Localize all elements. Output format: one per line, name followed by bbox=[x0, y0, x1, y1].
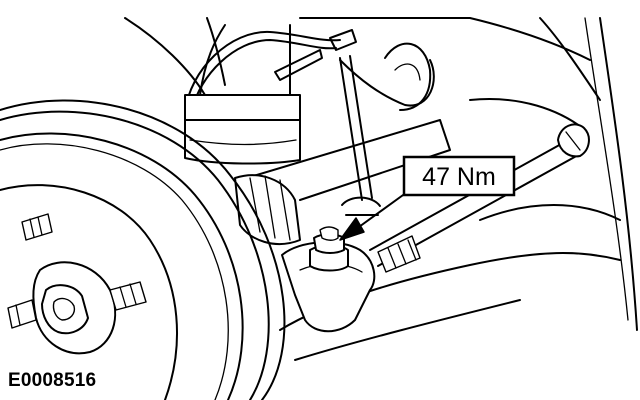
body-panel bbox=[124, 17, 638, 331]
stabilizer-link bbox=[339, 55, 381, 216]
torque-callout: 47 Nm bbox=[402, 155, 516, 197]
tie-rod bbox=[369, 123, 590, 273]
tie-rod-end bbox=[281, 226, 376, 333]
wheel-hub bbox=[0, 99, 286, 400]
drive-shaft bbox=[234, 42, 451, 245]
shock-absorber bbox=[184, 24, 301, 165]
callout-arrow bbox=[339, 189, 411, 241]
brake-hose bbox=[184, 29, 435, 113]
wheel-studs bbox=[7, 213, 147, 329]
torque-value: 47 Nm bbox=[422, 163, 496, 191]
figure-id-label: E0008516 bbox=[8, 370, 97, 391]
